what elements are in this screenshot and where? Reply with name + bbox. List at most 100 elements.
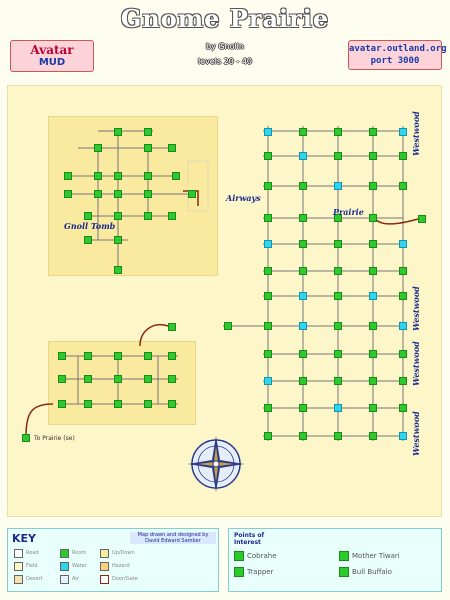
- room[interactable]: [114, 212, 122, 220]
- room[interactable]: [144, 375, 152, 383]
- water-room[interactable]: [399, 322, 407, 330]
- room[interactable]: [299, 128, 307, 136]
- room[interactable]: [299, 432, 307, 440]
- room[interactable]: [84, 352, 92, 360]
- room[interactable]: [369, 152, 377, 160]
- room[interactable]: [299, 350, 307, 358]
- room[interactable]: [168, 352, 176, 360]
- room[interactable]: [399, 377, 407, 385]
- room[interactable]: [334, 152, 342, 160]
- room[interactable]: [168, 144, 176, 152]
- room[interactable]: [334, 322, 342, 330]
- water-room[interactable]: [299, 152, 307, 160]
- room[interactable]: [299, 404, 307, 412]
- room[interactable]: [114, 266, 122, 274]
- room[interactable]: [144, 172, 152, 180]
- room[interactable]: [144, 190, 152, 198]
- room[interactable]: [172, 172, 180, 180]
- room[interactable]: [264, 292, 272, 300]
- room[interactable]: [334, 267, 342, 275]
- room[interactable]: [299, 267, 307, 275]
- room[interactable]: [334, 128, 342, 136]
- room[interactable]: [334, 432, 342, 440]
- room[interactable]: [369, 432, 377, 440]
- room[interactable]: [264, 432, 272, 440]
- room[interactable]: [144, 400, 152, 408]
- room[interactable]: [369, 377, 377, 385]
- room[interactable]: [299, 377, 307, 385]
- water-room[interactable]: [399, 432, 407, 440]
- room[interactable]: [168, 400, 176, 408]
- water-room[interactable]: [299, 322, 307, 330]
- room[interactable]: [64, 190, 72, 198]
- room[interactable]: [369, 404, 377, 412]
- room[interactable]: [224, 322, 232, 330]
- room[interactable]: [114, 375, 122, 383]
- prairie-exit-room[interactable]: [22, 434, 30, 442]
- water-room[interactable]: [334, 182, 342, 190]
- room[interactable]: [64, 172, 72, 180]
- room[interactable]: [334, 214, 342, 222]
- room[interactable]: [369, 182, 377, 190]
- water-room[interactable]: [399, 128, 407, 136]
- room[interactable]: [144, 128, 152, 136]
- poi-item-3[interactable]: Mother Tiwari: [352, 552, 400, 560]
- room[interactable]: [334, 240, 342, 248]
- room[interactable]: [264, 152, 272, 160]
- room[interactable]: [264, 404, 272, 412]
- server-banner[interactable]: avatar.outland.org port 3000: [348, 40, 447, 70]
- room[interactable]: [58, 352, 66, 360]
- exit-room[interactable]: [418, 215, 426, 223]
- room[interactable]: [114, 352, 122, 360]
- room[interactable]: [264, 214, 272, 222]
- room[interactable]: [94, 190, 102, 198]
- room[interactable]: [114, 400, 122, 408]
- room[interactable]: [399, 350, 407, 358]
- room[interactable]: [299, 182, 307, 190]
- room[interactable]: [369, 322, 377, 330]
- room[interactable]: [264, 350, 272, 358]
- room[interactable]: [144, 352, 152, 360]
- room[interactable]: [84, 236, 92, 244]
- water-room[interactable]: [264, 377, 272, 385]
- room[interactable]: [369, 128, 377, 136]
- room[interactable]: [264, 182, 272, 190]
- poi-item-2[interactable]: Trapper: [247, 568, 274, 576]
- room[interactable]: [369, 350, 377, 358]
- room[interactable]: [114, 172, 122, 180]
- room[interactable]: [114, 190, 122, 198]
- room[interactable]: [334, 350, 342, 358]
- room[interactable]: [399, 152, 407, 160]
- room[interactable]: [94, 144, 102, 152]
- avatar-mud-banner[interactable]: Avatar MUD: [10, 40, 94, 72]
- room[interactable]: [144, 212, 152, 220]
- room[interactable]: [168, 212, 176, 220]
- water-room[interactable]: [264, 128, 272, 136]
- room[interactable]: [369, 240, 377, 248]
- room[interactable]: [334, 377, 342, 385]
- room[interactable]: [334, 292, 342, 300]
- room[interactable]: [84, 375, 92, 383]
- room[interactable]: [399, 404, 407, 412]
- room[interactable]: [299, 240, 307, 248]
- water-room[interactable]: [299, 292, 307, 300]
- room[interactable]: [369, 267, 377, 275]
- room[interactable]: [299, 214, 307, 222]
- room[interactable]: [84, 212, 92, 220]
- room[interactable]: [264, 267, 272, 275]
- room[interactable]: [168, 323, 176, 331]
- room[interactable]: [84, 400, 92, 408]
- room[interactable]: [144, 144, 152, 152]
- room[interactable]: [58, 400, 66, 408]
- water-room[interactable]: [399, 240, 407, 248]
- room[interactable]: [264, 322, 272, 330]
- room[interactable]: [188, 190, 196, 198]
- poi-item-4[interactable]: Bull Buffalo: [352, 568, 392, 576]
- poi-item-1[interactable]: Cobrahe: [247, 552, 277, 560]
- room[interactable]: [369, 214, 377, 222]
- room[interactable]: [114, 236, 122, 244]
- room[interactable]: [168, 375, 176, 383]
- water-room[interactable]: [369, 292, 377, 300]
- room[interactable]: [399, 267, 407, 275]
- room[interactable]: [114, 128, 122, 136]
